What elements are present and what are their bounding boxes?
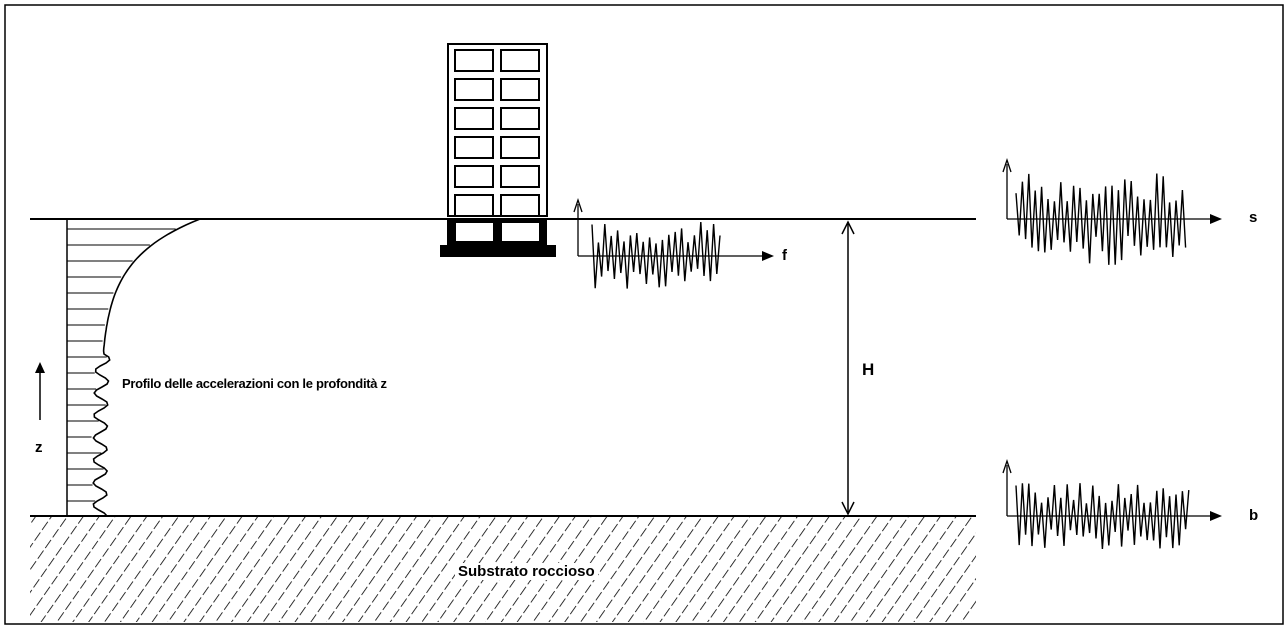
bedrock-label: Substrato roccioso	[455, 563, 598, 580]
surface-accelerogram	[1015, 173, 1187, 265]
building-window	[500, 107, 540, 130]
foundation-signal-label: f	[782, 247, 787, 264]
building-window	[500, 194, 540, 217]
acceleration-profile	[66, 218, 201, 517]
building-window	[454, 136, 494, 159]
depth-arrow	[35, 362, 45, 420]
building-window	[454, 107, 494, 130]
building-window	[500, 49, 540, 72]
foundation-slab	[440, 245, 556, 257]
building-window	[454, 194, 494, 217]
foundation-accelerogram	[591, 222, 721, 289]
depth-axis-label: z	[35, 439, 43, 456]
thickness-dimension	[841, 220, 855, 516]
base-accelerogram	[1015, 483, 1190, 550]
diagram-frame	[4, 4, 1284, 625]
building-window	[454, 78, 494, 101]
building-window	[500, 136, 540, 159]
building	[440, 43, 556, 257]
building-window	[500, 78, 540, 101]
base-signal-label: b	[1249, 507, 1259, 524]
building-window	[500, 165, 540, 188]
thickness-label: H	[862, 360, 875, 379]
surface-signal-label: s	[1249, 209, 1258, 226]
building-window	[454, 165, 494, 188]
building-window	[454, 49, 494, 72]
profile-caption: Profilo delle accelerazioni con le profo…	[122, 376, 387, 391]
